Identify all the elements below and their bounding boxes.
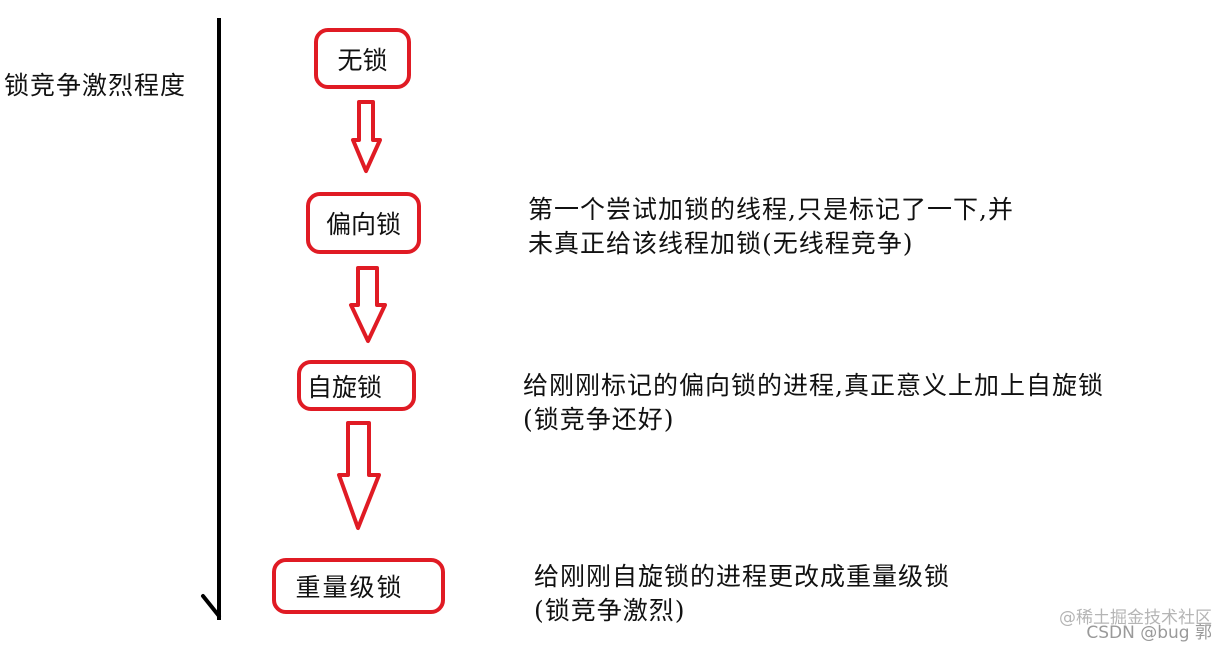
stage-label: 无锁 xyxy=(337,45,388,75)
description-line: 给刚刚标记的偏向锁的进程,真正意义上加上自旋锁 xyxy=(523,371,1104,400)
stage-box-spin-lock: 自旋锁 xyxy=(297,360,416,411)
stage-description-spin-lock: 给刚刚标记的偏向锁的进程,真正意义上加上自旋锁 (锁竞争还好) xyxy=(523,369,1104,437)
description-line: 给刚刚自旋锁的进程更改成重量级锁 xyxy=(534,562,951,591)
description-line: 未真正给该线程加锁(无线程竞争) xyxy=(528,229,914,258)
description-line: 第一个尝试加锁的线程,只是标记了一下,并 xyxy=(528,195,1014,224)
axis-line xyxy=(217,18,221,620)
description-line: (锁竞争激烈) xyxy=(534,596,686,625)
watermark-juejin: @稀土掘金技术社区 xyxy=(1059,608,1212,628)
axis-label: 锁竞争激烈程度 xyxy=(4,71,187,100)
watermark-csdn: CSDN @bug 郭 xyxy=(1086,623,1212,643)
stage-label: 自旋锁 xyxy=(307,372,383,402)
stage-description-biased-lock: 第一个尝试加锁的线程,只是标记了一下,并 未真正给该线程加锁(无线程竞争) xyxy=(528,193,1014,261)
stage-description-heavyweight-lock: 给刚刚自旋锁的进程更改成重量级锁 (锁竞争激烈) xyxy=(534,560,950,628)
stage-label: 偏向锁 xyxy=(325,210,401,239)
description-line: (锁竞争还好) xyxy=(523,405,675,434)
stage-box-biased-lock: 偏向锁 xyxy=(306,192,421,254)
stage-label: 重量级锁 xyxy=(295,573,404,602)
stage-box-no-lock: 无锁 xyxy=(314,28,411,89)
stage-box-heavyweight-lock: 重量级锁 xyxy=(272,558,445,614)
